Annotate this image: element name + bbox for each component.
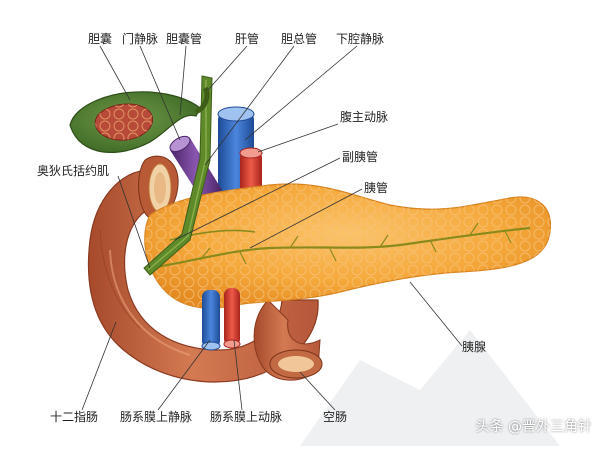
label-superior-mesenteric-artery: 肠系膜上动脉 xyxy=(210,410,283,424)
source-watermark: 头条 @晋外三角针 xyxy=(475,419,592,435)
leader-lines xyxy=(81,45,463,411)
background-shadow xyxy=(300,330,560,446)
label-hepatic-duct: 肝管 xyxy=(235,32,260,46)
label-sphincter-of-oddi: 奥狄氏括约肌 xyxy=(37,164,110,178)
pancreatic-duct xyxy=(149,222,531,270)
label-accessory-pancreatic-duct: 副胰管 xyxy=(342,150,379,164)
label-portal-vein: 门静脉 xyxy=(122,32,159,46)
duodenum-opening xyxy=(138,155,179,220)
portal-vein xyxy=(169,135,222,200)
jejunum xyxy=(253,299,323,381)
label-pancreas: 胰腺 xyxy=(462,340,487,354)
label-abdominal-aorta: 腹主动脉 xyxy=(340,110,389,124)
label-jejunum: 空肠 xyxy=(323,410,348,424)
label-pancreatic-duct: 胰管 xyxy=(364,181,389,195)
superior-mesenteric-vein xyxy=(201,290,221,351)
superior-mesenteric-artery xyxy=(223,288,241,349)
label-cystic-duct: 胆囊管 xyxy=(166,32,203,46)
label-gallbladder: 胆囊 xyxy=(88,32,113,46)
label-duodenum: 十二指肠 xyxy=(50,410,99,424)
pancreas xyxy=(144,183,552,309)
label-inferior-vena-cava: 下腔静脉 xyxy=(336,32,385,46)
gallbladder xyxy=(69,86,210,153)
label-common-bile-duct: 胆总管 xyxy=(281,32,318,46)
label-superior-mesenteric-vein: 肠系膜上静脉 xyxy=(120,410,193,424)
